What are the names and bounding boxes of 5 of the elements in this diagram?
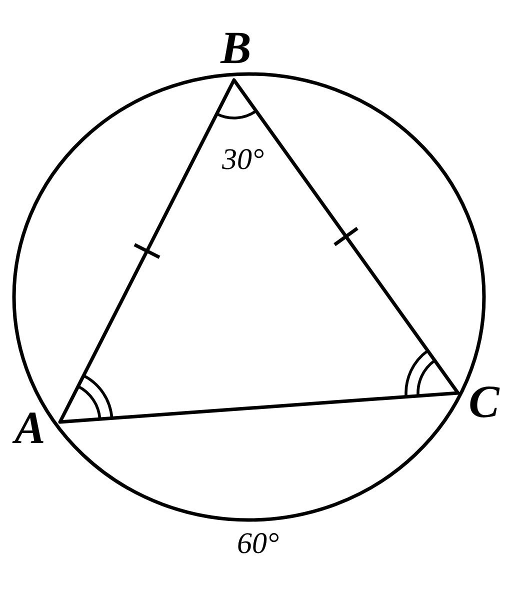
vertex-label: A <box>14 405 46 451</box>
vertex-label: C <box>468 379 500 425</box>
vertex-label: B <box>220 25 252 71</box>
angle-label: 30° <box>222 145 264 175</box>
arc-label: 60° <box>237 529 279 559</box>
